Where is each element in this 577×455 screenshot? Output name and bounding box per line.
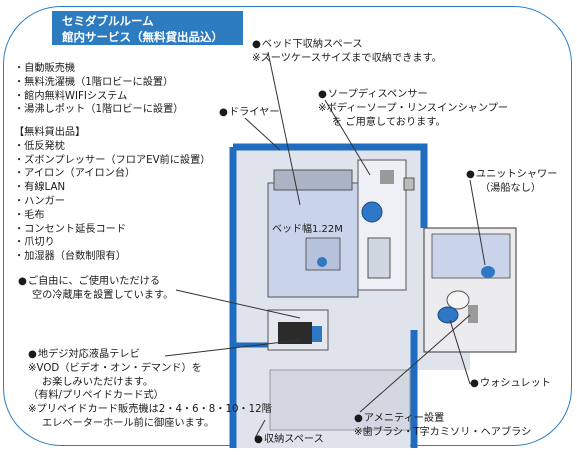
annotation-sub: お楽しみいただけます。 xyxy=(42,376,154,388)
rental-item: ・低反発枕 xyxy=(14,140,65,152)
annotation-washlet: ウォシュレット xyxy=(470,377,551,391)
service-item: ・湯沸しポット（1階ロビーに設置） xyxy=(14,104,184,116)
rentals-list: 【無料貸出品】 ・低反発枕 ・ズボンプレッサー（フロアEV前に設置） ・アイロン… xyxy=(14,126,210,264)
annotation-dryer: ドライヤー xyxy=(219,106,280,120)
service-item: ・無料洗濯機（1階ロビーに設置） xyxy=(14,76,174,88)
rental-item: ・ズボンプレッサー（フロアEV前に設置） xyxy=(14,154,211,166)
annotation-under-bed-storage: ベッド下収納スペース ※スーツケースサイズまで収納できます。 xyxy=(252,38,442,66)
tv-screen xyxy=(278,322,312,344)
title-box: セミダブルルーム 館内サービス（無料貸出品込） xyxy=(52,11,243,45)
annotation-sub: エレベーターホール前に御座います。 xyxy=(42,417,215,429)
fridge-icon xyxy=(312,326,322,342)
annotation-head: ご自由に、ご使用いただける xyxy=(18,275,173,289)
rental-item: ・アイロン（アイロン台） xyxy=(14,168,136,180)
rental-item: ・加湿器（台数制限有） xyxy=(14,251,127,263)
annotation-sub: ※スーツケースサイズまで収納できます。 xyxy=(252,52,442,64)
annotation-sub: ※歯ブラシ・T字カミソリ・ヘアブラシ xyxy=(354,426,532,438)
annotation-head: ドライヤー xyxy=(219,106,280,120)
rental-item: ・爪切り xyxy=(14,237,55,249)
annotation-head: ウォシュレット xyxy=(470,377,551,391)
rental-item: ・コンセント延長コード xyxy=(14,223,127,235)
annotation-head: 収納スペース xyxy=(254,433,324,447)
annotation-storage: 収納スペース xyxy=(254,433,324,447)
annotation-sub: ※ボディーソープ・リンスインシャンプー xyxy=(318,102,509,114)
rental-item: ・毛布 xyxy=(14,209,45,221)
services-list: ・自動販売機 ・無料洗濯機（1階ロビーに設置） ・館内無料WIFIシステム ・湯… xyxy=(14,62,183,117)
rentals-header: 【無料貸出品】 xyxy=(14,127,86,138)
annotation-head: ユニットシャワー xyxy=(466,168,558,182)
amenity-tray xyxy=(468,305,478,323)
pillow xyxy=(273,169,353,191)
wall-top xyxy=(233,143,428,228)
annotation-amenity: アメニティー設置 ※歯ブラシ・T字カミソリ・ヘアブラシ xyxy=(354,412,531,440)
title-line-2: 館内サービス（無料貸出品込） xyxy=(62,30,223,44)
shower-pan xyxy=(431,233,511,279)
soap-dispenser-icon xyxy=(380,170,394,184)
bed-width-label: ベッド幅1.22M xyxy=(272,224,343,235)
annotation-head: アメニティー設置 xyxy=(354,412,531,426)
annotation-fridge: ご自由に、ご使用いただける 空の冷蔵庫を設置しています。 xyxy=(18,275,173,303)
annotation-soap-dispenser: ソープディスペンサー ※ボディーソープ・リンスインシャンプー を ご用意しており… xyxy=(318,88,508,129)
toilet-icon xyxy=(437,306,459,324)
annotation-head: ソープディスペンサー xyxy=(318,88,508,102)
annotation-sub: ※プリペイドカード販売機は2・4・6・8・10・12階 xyxy=(28,404,272,416)
annotation-sub: （有料/プリペイドカード式） xyxy=(28,390,164,402)
sink-icon xyxy=(446,290,470,310)
shower-head-icon xyxy=(481,266,495,278)
rental-item: ・有線LAN xyxy=(14,182,66,194)
annotation-head: ベッド下収納スペース xyxy=(252,38,442,52)
title-line-1: セミダブルルーム xyxy=(62,14,154,28)
bed-item-icon xyxy=(317,257,327,267)
dispenser-bottle xyxy=(403,177,415,191)
annotation-head: 地デジ対応液晶テレビ xyxy=(28,348,272,362)
annotation-sub: （湯船なし） xyxy=(480,182,542,194)
annotation-tv: 地デジ対応液晶テレビ ※VOD（ビデオ・オン・デマンド）を お楽しみいただけます… xyxy=(28,348,272,431)
chair xyxy=(367,237,391,279)
annotation-sub: ※VOD（ビデオ・オン・デマンド）を xyxy=(28,362,202,374)
annotation-unit-shower: ユニットシャワー （湯船なし） xyxy=(466,168,558,196)
dryer-icon xyxy=(361,201,383,223)
rental-item: ・ハンガー xyxy=(14,195,65,207)
annotation-sub: 空の冷蔵庫を設置しています。 xyxy=(32,289,174,301)
service-item: ・館内無料WIFIシステム xyxy=(14,90,128,102)
service-item: ・自動販売機 xyxy=(14,63,76,74)
annotation-sub: を ご用意しております。 xyxy=(332,116,446,128)
